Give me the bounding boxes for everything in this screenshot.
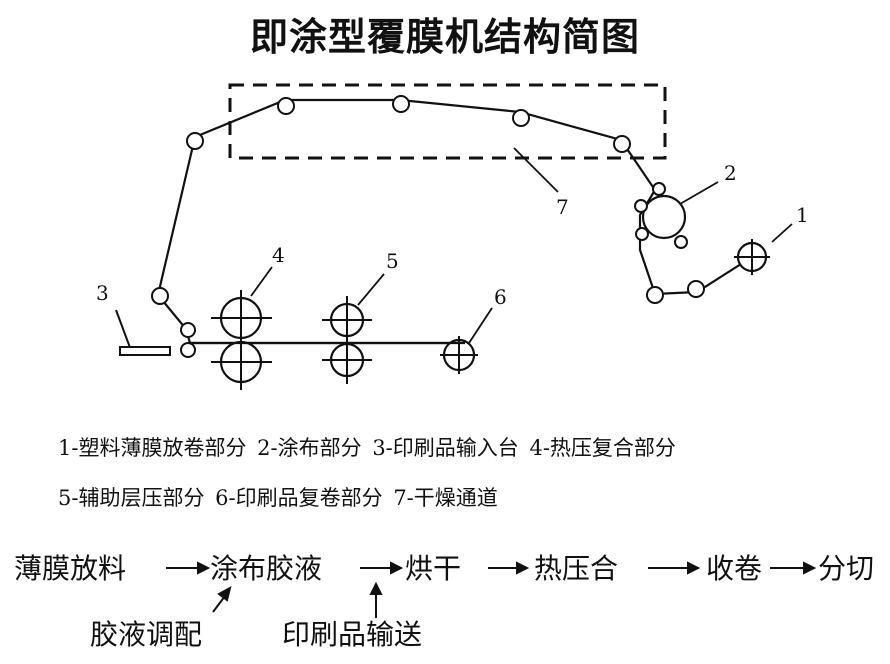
roller: [277, 97, 295, 115]
legend-line-2: 5-辅助层压部分 6-印刷品复卷部分 7-干燥通道: [58, 482, 502, 512]
legend-item: 4-热压复合部分: [529, 436, 676, 460]
flow-input-glue: 胶液调配: [90, 618, 202, 651]
part-number-4: 4: [272, 243, 285, 267]
legend-item: 1-塑料薄膜放卷部分: [58, 436, 247, 460]
diagram-title: 即涂型覆膜机结构简图: [249, 15, 640, 59]
flow-input-print: 印刷品输送: [282, 618, 422, 651]
part-number-3: 3: [96, 281, 109, 305]
drying-channel-box: [228, 83, 667, 160]
flow-step-6: 分切: [818, 552, 874, 585]
flow-step-1: 薄膜放料: [14, 552, 126, 585]
input-table: [119, 346, 171, 356]
roller: [646, 286, 664, 304]
legend-line-1: 1-塑料薄膜放卷部分 2-涂布部分 3-印刷品输入台 4-热压复合部分: [58, 432, 680, 462]
roller: [634, 199, 648, 213]
legend-item: 5-辅助层压部分: [58, 486, 205, 510]
coating-roller-main: [641, 194, 687, 240]
roller: [512, 109, 530, 127]
process-flow: 薄膜放料 涂布胶液 烘干 热压合 收卷 分切 胶液调配 印刷品输送: [14, 552, 874, 651]
roller: [392, 95, 410, 113]
part-number-6: 6: [494, 285, 507, 309]
roller: [652, 182, 666, 196]
flow-step-3: 烘干: [405, 552, 461, 585]
legend-item: 2-涂布部分: [257, 436, 362, 460]
roller: [687, 280, 705, 298]
legend-item: 3-印刷品输入台: [372, 436, 519, 460]
part-number-2: 2: [724, 161, 737, 185]
roller: [613, 135, 631, 153]
roller: [180, 322, 196, 338]
roller: [635, 227, 649, 241]
legend-item: 7-干燥通道: [393, 486, 498, 510]
roller: [180, 342, 196, 358]
flow-step-2: 涂布胶液: [210, 552, 322, 585]
flow-step-5: 收卷: [706, 552, 762, 585]
flow-step-4: 热压合: [534, 552, 618, 585]
roller: [674, 235, 688, 249]
part-number-7: 7: [556, 195, 569, 219]
legend-item: 6-印刷品复卷部分: [215, 486, 383, 510]
part-number-1: 1: [796, 203, 809, 227]
roller: [151, 287, 169, 305]
roller: [186, 132, 204, 150]
part-number-5: 5: [386, 249, 399, 273]
input-arrow-glue: [212, 595, 226, 613]
